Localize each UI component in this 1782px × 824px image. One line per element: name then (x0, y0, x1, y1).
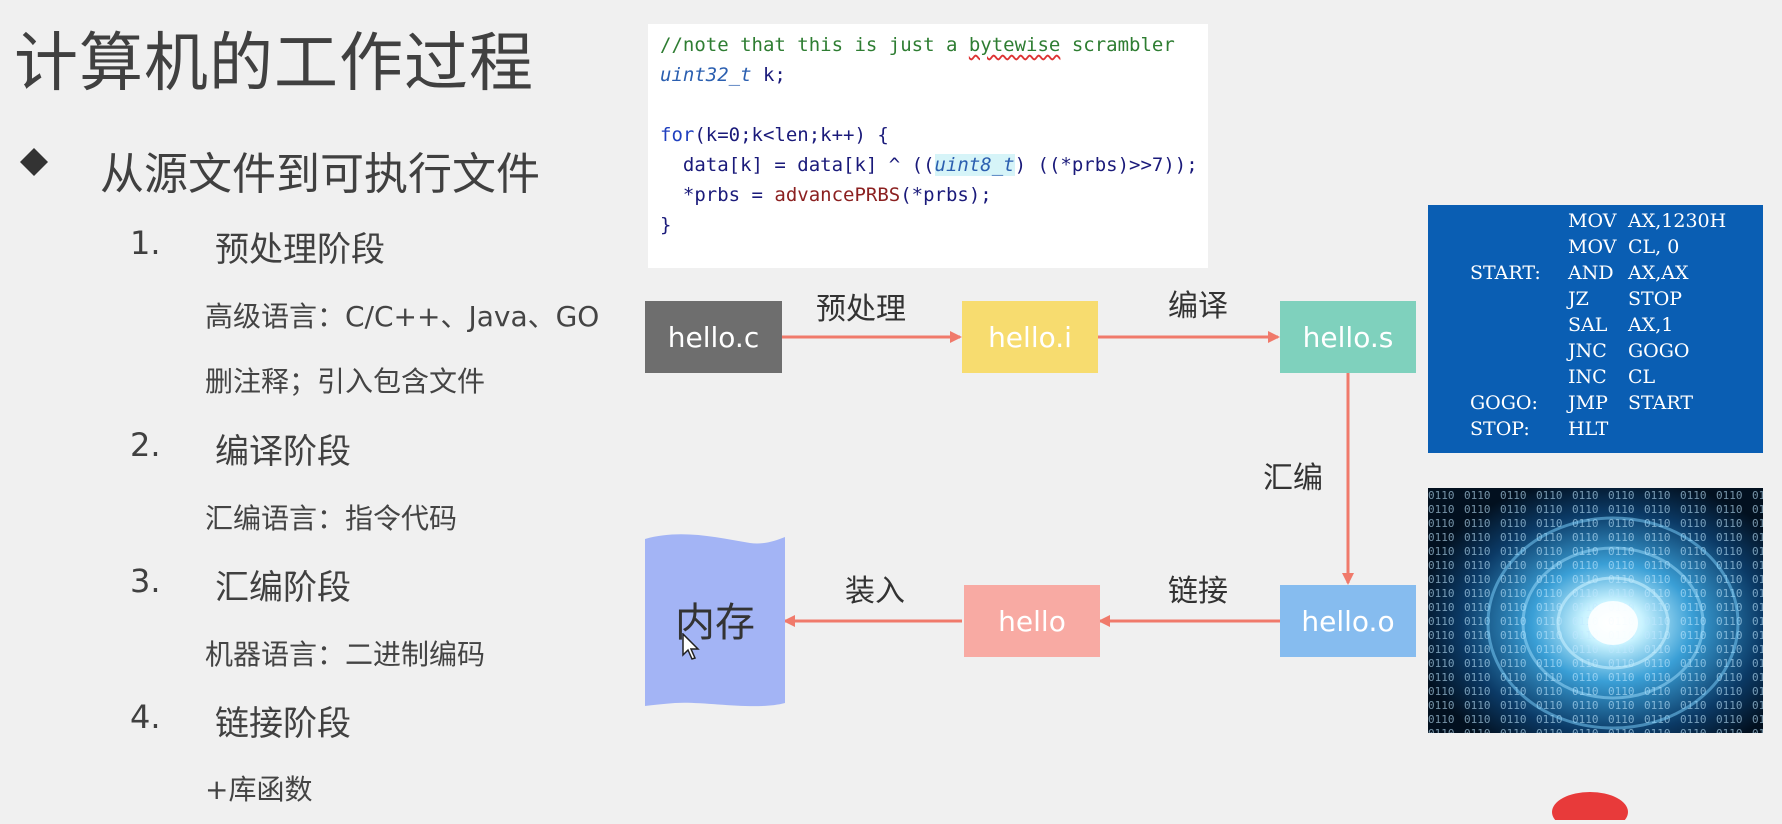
edge-label-load: 装入 (845, 574, 905, 609)
edge-label-assemble: 汇编 (1263, 461, 1323, 496)
step-detail: 删注释；引入包含文件 (205, 365, 486, 398)
page-title: 计算机的工作过程 (14, 27, 534, 101)
step-label: 编译阶段 (215, 432, 351, 472)
step-detail: 汇编语言：指令代码 (205, 502, 458, 535)
edge-label-compile: 编译 (1168, 289, 1228, 324)
code-declaration-line: uint32_t k; (660, 64, 786, 86)
mouse-cursor-icon (682, 633, 700, 660)
step-number: 1. (130, 224, 161, 262)
memory-node-shape (645, 534, 785, 707)
flow-arrows (782, 331, 1354, 627)
code-close-line: } (660, 214, 672, 236)
step-number: 3. (130, 562, 161, 600)
node-hello-s: hello.s (1280, 301, 1416, 373)
node-memory-label: 内存 (675, 600, 755, 646)
node-hello-o: hello.o (1280, 585, 1416, 657)
brand-logo (1550, 790, 1630, 824)
edge-label-link: 链接 (1168, 574, 1228, 609)
step-detail: 机器语言：二进制编码 (205, 638, 486, 671)
code-snippet: //note that this is just a bytewise scra… (648, 24, 1208, 268)
step-number: 2. (130, 426, 161, 464)
step-label: 汇编阶段 (215, 568, 351, 608)
node-hello-i: hello.i (962, 301, 1098, 373)
node-hello: hello (964, 585, 1100, 657)
asm-row: STOP:HLT (1470, 418, 1609, 440)
step-number: 4. (130, 698, 161, 736)
binary-tunnel-image: 0110 (1428, 488, 1763, 733)
bullet-heading: 从源文件到可执行文件 (100, 149, 540, 200)
code-call-line: *prbs = advancePRBS(*prbs); (660, 184, 992, 206)
diamond-bullet-icon (20, 148, 48, 176)
step-label: 链接阶段 (215, 704, 351, 744)
step-detail: +库函数 (205, 773, 313, 806)
edge-label-preprocess: 预处理 (816, 292, 906, 327)
step-detail: 高级语言：C/C++、Java、GO (205, 300, 600, 333)
code-assign-line: data[k] = data[k] ^ ((uint8_t) ((*prbs)>… (660, 154, 1198, 176)
step-label: 预处理阶段 (215, 230, 385, 270)
code-for-line: for(k=0;k<len;k++) { (660, 124, 889, 146)
node-hello-c: hello.c (645, 301, 782, 373)
code-comment-line: //note that this is just a bytewise scra… (660, 34, 1175, 56)
